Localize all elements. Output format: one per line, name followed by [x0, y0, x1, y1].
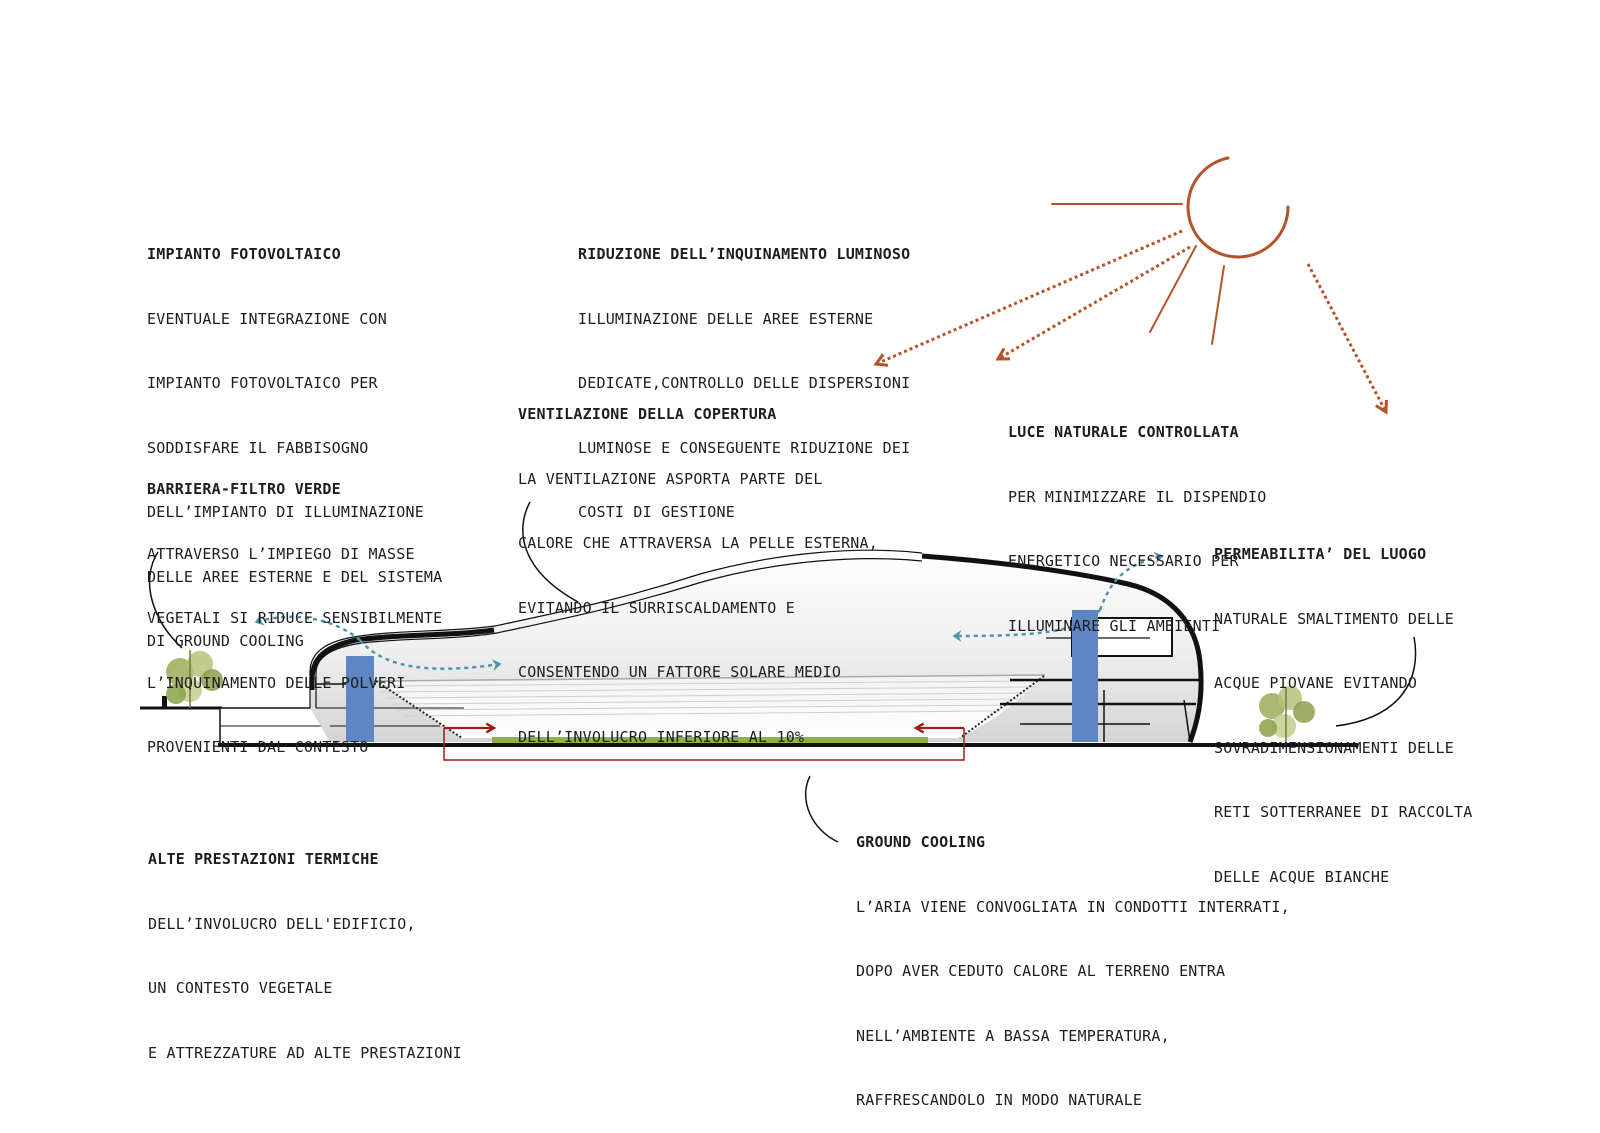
ground-cooling-ducts [443, 728, 965, 761]
annotation-line: DELLE AREE ESTERNE E DEL SISTEMA [147, 567, 443, 586]
annotation-luce-naturale: LUCE NATURALE CONTROLLATA PER MINIMIZZAR… [1008, 379, 1266, 659]
annotation-line: NELL’AMBIENTE A BASSA TEMPERATURA, [856, 1026, 1170, 1045]
annotation-line: RAFFRESCANDOLO IN MODO NATURALE [856, 1091, 1143, 1109]
annotation-line: DI GROUND COOLING [147, 632, 304, 650]
annotation-impianto-fotovoltaico: IMPIANTO FOTOVOLTAICO EVENTUALE INTEGRAZ… [147, 201, 442, 674]
annotation-line: ENERGETICO NECESSARIO PER [1008, 552, 1239, 570]
annotation-line: ILLUMINARE GLI AMBIENTI [1008, 616, 1221, 635]
annotation-title: GROUND COOLING [856, 833, 986, 851]
annotation-permeabilita-luogo: PERMEABILITA’ DEL LUOGO NATURALE SMALTIM… [1214, 501, 1472, 910]
annotation-line: SODDISFARE IL FABBISOGNO [147, 438, 369, 457]
annotation-title: BARRIERA-FILTRO VERDE [147, 480, 341, 498]
annotation-line: COSTI DI GESTIONE [578, 503, 735, 521]
annotation-line: CALORE CHE ATTRAVERSA LA PELLE ESTERNA, [518, 534, 878, 552]
annotation-line: L’ARIA VIENE CONVOGLIATA IN CONDOTTI INT… [856, 897, 1290, 916]
annotation-line: EVITANDO IL SURRISCALDAMENTO E [518, 598, 795, 617]
structure-column-left [346, 656, 374, 742]
annotation-title: IMPIANTO FOTOVOLTAICO [147, 245, 341, 263]
annotation-ground-cooling: GROUND COOLING L’ARIA VIENE CONVOGLIATA … [856, 789, 1290, 1133]
annotation-line: LUMINOSE E CONSEGUENTE RIDUZIONE DEI [578, 438, 911, 457]
annotation-line: RETI SOTTERRANEE DI RACCOLTA [1214, 803, 1473, 821]
annotation-line: DOPO AVER CEDUTO CALORE AL TERRENO ENTRA [856, 962, 1226, 980]
sun-icon [1051, 156, 1290, 345]
tree-icon-right [1259, 686, 1315, 745]
annotation-barriera-filtro-verde: BARRIERA-FILTRO VERDE ATTRAVERSO L’IMPIE… [147, 436, 442, 780]
annotation-line: ACQUE PIOVANE EVITANDO [1214, 674, 1418, 692]
annotation-line: NATURALE SMALTIMENTO DELLE [1214, 609, 1454, 628]
annotation-title: LUCE NATURALE CONTROLLATA [1008, 423, 1239, 441]
annotation-line: DELLE ACQUE BIANCHE [1214, 867, 1390, 886]
annotation-line: DELL’IMPIANTO DI ILLUMINAZIONE [147, 503, 424, 521]
annotation-line: LA VENTILAZIONE ASPORTA PARTE DEL [518, 469, 823, 488]
annotation-ventilazione-copertura: VENTILAZIONE DELLA COPERTURA LA VENTILAZ… [518, 361, 878, 770]
annotation-title: PERMEABILITA’ DEL LUOGO [1214, 545, 1427, 563]
annotation-line: SOVRADIMENSIONAMENTI DELLE [1214, 738, 1454, 757]
annotation-line: EVENTUALE INTEGRAZIONE CON [147, 309, 387, 328]
annotation-title: VENTILAZIONE DELLA COPERTURA [518, 405, 777, 423]
structure-column-right [1072, 610, 1098, 742]
annotation-title: ALTE PRESTAZIONI TERMICHE [148, 850, 379, 868]
annotation-line: ATTRAVERSO L’IMPIEGO DI MASSE [147, 544, 415, 563]
annotation-line: L’INQUINAMENTO DELLE POLVERI [147, 673, 406, 692]
annotation-line: PER MINIMIZZARE IL DISPENDIO [1008, 487, 1267, 506]
leader-lines [148, 501, 1417, 843]
air-flow-arrows [254, 551, 1164, 672]
annotation-line: DELL’INVOLUCRO DELL'EDIFICIO, [148, 914, 416, 933]
section-diagram [140, 156, 1417, 843]
annotation-inquinamento-luminoso: RIDUZIONE DELL’INQUINAMENTO LUMINOSO ILL… [578, 201, 910, 545]
annotation-line: PROVENIENTI DAL CONTESTO [147, 738, 369, 756]
annotation-line: E ATTREZZATURE AD ALTE PRESTAZIONI [148, 1043, 462, 1062]
annotation-title: RIDUZIONE DELL’INQUINAMENTO LUMINOSO [578, 245, 911, 263]
annotation-line: CONSENTENDO UN FATTORE SOLARE MEDIO [518, 663, 842, 681]
green-floor [492, 737, 928, 743]
annotation-line: UN CONTESTO VEGETALE [148, 979, 333, 997]
building-shell [309, 549, 1204, 743]
sun-rays-dotted [873, 229, 1388, 415]
annotation-line: DEDICATE,CONTROLLO DELLE DISPERSIONI [578, 374, 911, 392]
annotation-line: IMPIANTO FOTOVOLTAICO PER [147, 374, 378, 392]
annotation-line: DELL’INVOLUCRO INFERIORE AL 10% [518, 727, 805, 746]
annotation-line: VEGETALI SI RIDUCE SENSIBILMENTE [147, 609, 443, 627]
annotation-alte-prestazioni: ALTE PRESTAZIONI TERMICHE DELL’INVOLUCRO… [148, 806, 462, 1086]
tree-icon-left [162, 650, 223, 708]
annotation-line: ILLUMINAZIONE DELLE AREE ESTERNE [578, 309, 874, 328]
